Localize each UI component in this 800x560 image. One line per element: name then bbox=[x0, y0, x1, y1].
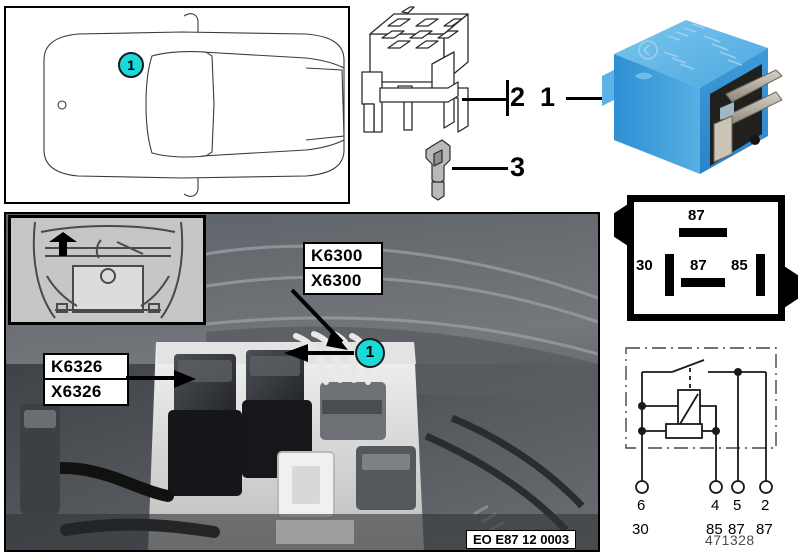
callout-k6300: K6300 X6300 bbox=[303, 242, 383, 295]
pin-number-2: 2 bbox=[761, 497, 770, 514]
engine-bay-overview-inset bbox=[8, 215, 206, 325]
relay-terminal-layout-diagram: 87 30 87 85 bbox=[614, 195, 798, 321]
callout-k6326: K6326 X6326 bbox=[43, 353, 129, 406]
mounting-tab-right bbox=[784, 266, 798, 308]
relay-circuit-schematic: 6 4 5 2 30 85 87 87 bbox=[620, 344, 798, 538]
pin-number-6: 6 bbox=[637, 497, 646, 514]
car-outline-drawing bbox=[43, 13, 345, 197]
blade-label-right-85: 85 bbox=[731, 257, 748, 274]
callout-arrow-k6326 bbox=[126, 370, 196, 388]
item-number-3: 3 bbox=[510, 152, 526, 182]
item-number-2: 2 bbox=[510, 82, 526, 112]
callout-k6300-line2: X6300 bbox=[305, 267, 381, 292]
engine-bay-drawing bbox=[11, 218, 203, 322]
pin-number-4: 4 bbox=[711, 497, 720, 514]
callout-marker-1-car: 1 bbox=[118, 52, 144, 78]
schematic-drawing bbox=[625, 347, 777, 494]
callout-k6326-line1: K6326 bbox=[51, 357, 103, 376]
blade-right-85 bbox=[756, 254, 765, 296]
callout-k6326-line2: X6326 bbox=[45, 378, 127, 403]
mounting-tab-left bbox=[614, 204, 628, 246]
blade-label-mid-87: 87 bbox=[690, 257, 707, 274]
blade-top-87 bbox=[679, 228, 727, 237]
blade-left-30 bbox=[665, 254, 674, 296]
pin-number-5: 5 bbox=[733, 497, 742, 514]
callout-marker-1-photo: 1 bbox=[355, 338, 385, 368]
callout-arrow-k6300 bbox=[290, 288, 348, 350]
blue-relay-illustration bbox=[602, 20, 783, 174]
relay-socket-drawing-panel: 2 3 bbox=[358, 4, 558, 204]
leader-line-item-3 bbox=[452, 167, 508, 170]
leader-line-item-2 bbox=[462, 98, 508, 101]
item-number-1: 1 bbox=[540, 82, 556, 112]
photo-caption: EO E87 12 0003 bbox=[466, 530, 577, 549]
terminal-number-85: 85 bbox=[706, 521, 723, 538]
marker-arrow-1 bbox=[284, 344, 354, 362]
callout-k6300-line1: K6300 bbox=[311, 246, 363, 265]
blade-label-left-30: 30 bbox=[636, 257, 653, 274]
socket-line-art bbox=[361, 6, 469, 201]
blade-label-top-87: 87 bbox=[688, 207, 705, 224]
document-id-number: 471328 bbox=[705, 532, 755, 548]
terminal-number-87-a: 87 bbox=[728, 521, 745, 538]
terminal-number-87-b: 87 bbox=[756, 521, 773, 538]
blade-mid-87 bbox=[681, 278, 725, 287]
relay-product-photo bbox=[600, 14, 790, 186]
leader-line-item-1 bbox=[566, 97, 612, 100]
terminal-number-30: 30 bbox=[632, 521, 649, 538]
leader-tick-item-2 bbox=[506, 80, 509, 116]
vehicle-top-view-panel: 1 bbox=[4, 6, 350, 204]
